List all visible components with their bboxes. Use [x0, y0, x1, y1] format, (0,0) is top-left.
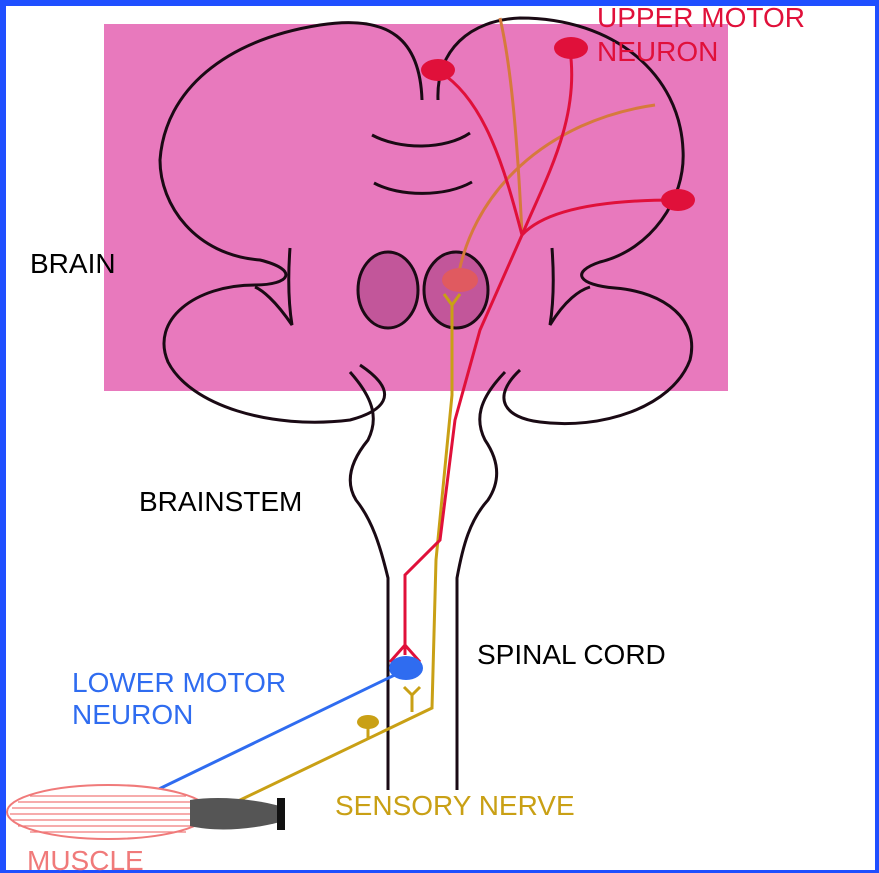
upper-motor-neuron-label-line1: UPPER MOTOR: [597, 3, 805, 33]
muscle-striations: [10, 796, 206, 832]
spinal-cord-label: SPINAL CORD: [477, 640, 666, 670]
muscle-bone-attachment: [277, 798, 285, 830]
sensory-nerve-synapse-fork: [404, 687, 420, 712]
thalamus-left: [358, 252, 418, 328]
upper-motor-neuron-cell-body-3: [661, 189, 695, 211]
upper-motor-neuron-cell-body-1: [421, 59, 455, 81]
muscle-tendon: [190, 798, 280, 829]
lower-motor-neuron-label-line1: LOWER MOTOR: [72, 668, 286, 698]
sensory-nerve-label: SENSORY NERVE: [335, 791, 575, 821]
lower-motor-neuron-cell-body: [389, 656, 423, 680]
thalamus-relay-cell: [442, 268, 478, 292]
muscle-body: [7, 785, 209, 839]
brainstem-outline-right: [457, 372, 505, 790]
brainstem-label: BRAINSTEM: [139, 487, 302, 517]
upper-motor-neuron-label-line2: NEURON: [597, 37, 718, 67]
muscle-label: MUSCLE: [27, 846, 144, 873]
lower-motor-neuron-label-line2: NEURON: [72, 700, 193, 730]
brain-label: BRAIN: [30, 249, 116, 279]
upper-motor-neuron-cell-body-2: [554, 37, 588, 59]
sensory-ganglion: [357, 715, 379, 729]
